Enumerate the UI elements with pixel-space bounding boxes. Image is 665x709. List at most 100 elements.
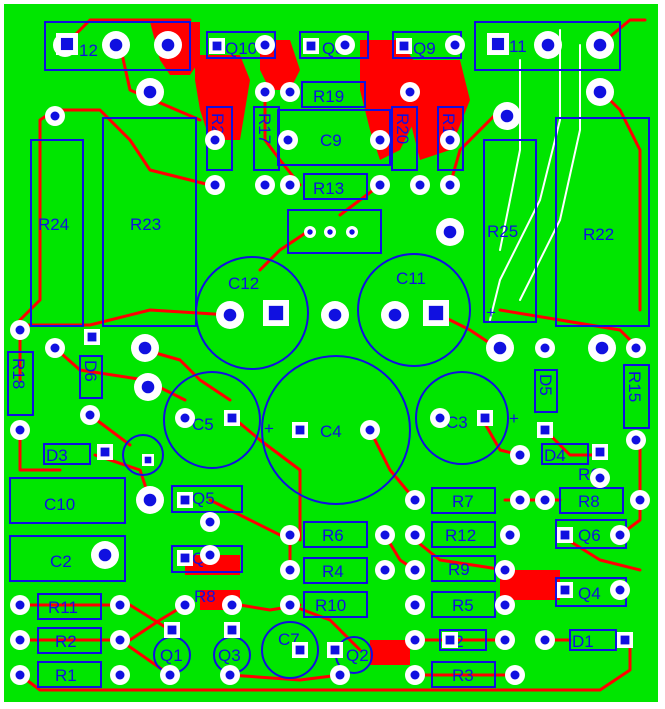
- square-pad-hole: [87, 332, 97, 342]
- pad-hole: [631, 435, 641, 445]
- square-pad-hole: [167, 625, 177, 635]
- d5-label: D5: [536, 374, 555, 396]
- pad-hole: [328, 308, 342, 322]
- capacitor-c9: C9: [277, 109, 391, 166]
- pad-hole: [285, 87, 295, 97]
- pad-hole: [223, 308, 237, 322]
- square-pad-hole: [212, 41, 222, 51]
- square-pad-hole: [306, 41, 316, 51]
- square-pad-hole: [595, 447, 605, 457]
- r17-label: R17: [255, 113, 274, 144]
- resistor-r15: R15: [623, 364, 650, 429]
- r7-label: R7: [452, 492, 474, 511]
- r11-label: R11: [48, 598, 78, 617]
- r23-label: R23: [130, 215, 161, 234]
- pad-hole: [161, 38, 175, 52]
- c5-label: C5: [192, 415, 214, 434]
- resistor-r25: R25: [483, 139, 537, 323]
- capacitor-c3: C3: [415, 371, 509, 465]
- pad-hole: [141, 380, 155, 394]
- square-pad-hole: [180, 553, 190, 563]
- resistor-r9: R9: [431, 555, 496, 582]
- square-pad-hole: [60, 37, 74, 51]
- capacitor-c10: C10: [9, 477, 126, 524]
- resistor-r18: R18: [7, 351, 34, 416]
- pad-hole: [410, 600, 420, 610]
- pad-hole: [283, 135, 293, 145]
- r15-label: R15: [625, 371, 644, 402]
- square-pad-hole: [144, 456, 152, 464]
- pad-hole: [500, 635, 510, 645]
- pad-hole: [15, 600, 25, 610]
- q1-label: Q1: [160, 646, 183, 665]
- c4-label: C4: [320, 422, 342, 441]
- capacitor-c5: C5: [163, 371, 261, 469]
- pad-hole: [510, 670, 520, 680]
- diode-d3: D3: [43, 443, 91, 465]
- pad-hole: [180, 600, 190, 610]
- pad-hole: [285, 180, 295, 190]
- resistor-r3: R3: [431, 661, 496, 688]
- pad-hole: [500, 600, 510, 610]
- square-pad-hole: [227, 413, 237, 423]
- pad-hole: [405, 87, 415, 97]
- c9-label: C9: [320, 131, 342, 150]
- pad-hole: [15, 635, 25, 645]
- r20-label: R20: [393, 113, 412, 144]
- pad-hole: [205, 550, 215, 560]
- pad-hole: [415, 180, 425, 190]
- pad-hole: [410, 530, 420, 540]
- pad-hole: [50, 343, 60, 353]
- pad-hole: [410, 635, 420, 645]
- pad-hole: [210, 180, 220, 190]
- pad-hole: [593, 38, 607, 52]
- resistor-r5: R5: [431, 591, 496, 618]
- r4-label: R4: [322, 562, 344, 581]
- resistor-r10: R10: [303, 591, 368, 618]
- diode-d4: D4: [541, 443, 589, 465]
- r18-label: R18: [9, 358, 28, 389]
- capacitor-c4: C4: [261, 355, 411, 505]
- resistor-r11: R11: [37, 593, 102, 620]
- resistor-r4: R4: [303, 557, 368, 584]
- r19-label: R19: [313, 87, 344, 106]
- resistor-r20: R20: [391, 106, 418, 171]
- pad-hole: [15, 670, 25, 680]
- pad-hole: [615, 585, 625, 595]
- d6-label: D6: [81, 360, 100, 382]
- transistor-q11: 11: [474, 21, 621, 71]
- pad-hole: [375, 135, 385, 145]
- resistor-r1: R1: [37, 661, 102, 688]
- q4-label: Q4: [578, 584, 601, 603]
- square-pad-hole: [295, 645, 305, 655]
- q3-label: Q3: [218, 646, 241, 665]
- diode-d5: D5: [534, 369, 558, 413]
- pad-hole: [260, 40, 270, 50]
- resistor-r13: R13: [303, 173, 368, 200]
- resistor-r8: R8: [559, 487, 624, 514]
- c12-label: C12: [228, 274, 259, 293]
- pad-hole: [540, 343, 550, 353]
- pad-hole: [515, 450, 525, 460]
- pad-hole: [445, 135, 455, 145]
- diode-d6: D6: [79, 355, 103, 399]
- pad-hole: [500, 565, 510, 575]
- r6-label: R6: [322, 526, 344, 545]
- pad-hole: [410, 565, 420, 575]
- pad-hole: [493, 341, 507, 355]
- transistor-outline: [122, 434, 164, 476]
- square-pad-hole: [560, 530, 570, 540]
- q10-label: Q10: [225, 39, 257, 58]
- resistor-r6: R6: [303, 521, 368, 548]
- square-pad-hole: [480, 413, 490, 423]
- pad-hole: [180, 413, 190, 423]
- pad-hole: [138, 341, 152, 355]
- square-pad-hole: [560, 585, 570, 595]
- pad-hole: [593, 85, 607, 99]
- transistor-q12: 12: [44, 21, 191, 71]
- pad-hole: [515, 495, 525, 505]
- d3-label: D3: [46, 446, 68, 465]
- pad-hole: [443, 225, 457, 239]
- square-pad-hole: [330, 645, 340, 655]
